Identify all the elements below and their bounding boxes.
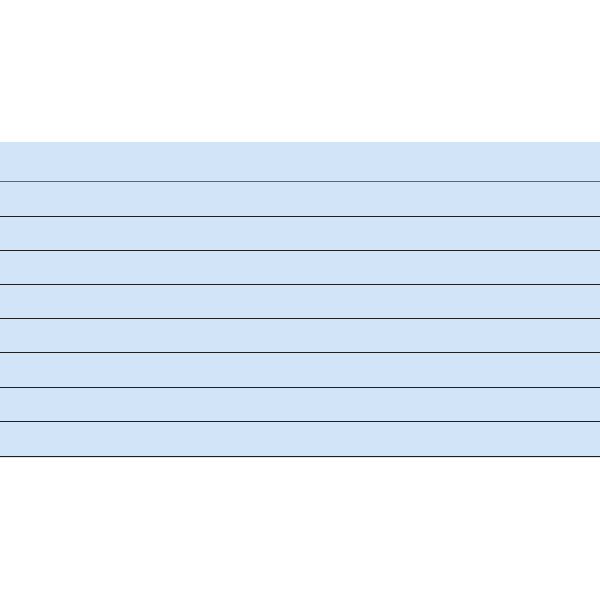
card-header-area: [0, 142, 600, 182]
ruled-index-card: [0, 142, 600, 458]
ruled-line-5: [0, 352, 600, 353]
ruled-line-2: [0, 250, 600, 251]
ruled-line-1: [0, 216, 600, 217]
ruled-line-7: [0, 421, 600, 422]
ruled-line-3: [0, 284, 600, 285]
ruled-line-8: [0, 456, 600, 457]
header-red-rule: [0, 181, 600, 182]
ruled-line-6: [0, 387, 600, 388]
ruled-line-4: [0, 318, 600, 319]
